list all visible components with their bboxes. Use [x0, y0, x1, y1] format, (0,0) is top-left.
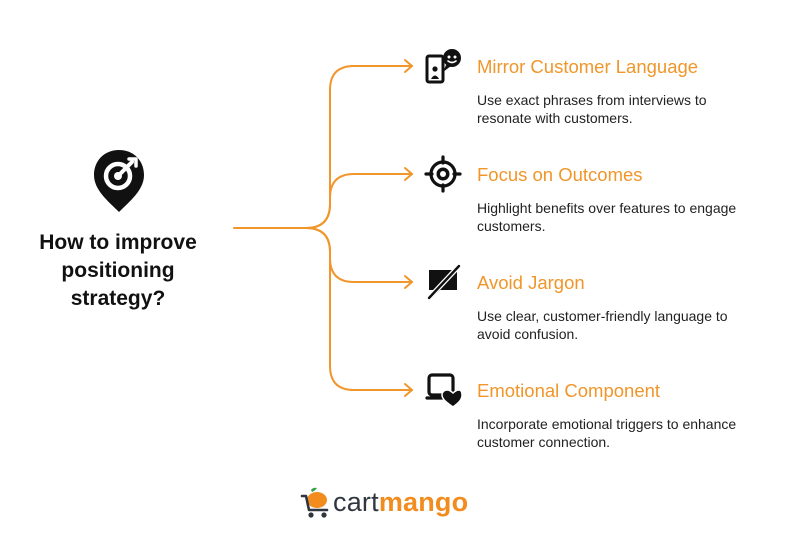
root-title-line: How to improve	[39, 231, 197, 254]
branch-title-4: Emotional Component	[477, 380, 661, 401]
branch-desc-line: customers.	[477, 218, 546, 234]
branch-desc-line: avoid confusion.	[477, 326, 579, 342]
root-title-line: positioning	[61, 259, 175, 282]
branch-desc-1: Use exact phrases from interviews to res…	[477, 91, 777, 127]
branch-desc-4: Incorporate emotional triggers to enhanc…	[477, 415, 777, 451]
branch-desc-2: Highlight benefits over features to enga…	[477, 199, 777, 235]
arrowhead-4	[404, 383, 413, 397]
speech-person-icon	[425, 49, 461, 84]
branch-desc-line: Incorporate emotional triggers to enhanc…	[477, 416, 737, 432]
root-title-line: strategy?	[70, 287, 166, 310]
connector-trunk	[233, 65, 413, 229]
root-title: How to improve positioning strategy?	[20, 229, 216, 313]
branch-title-3: Avoid Jargon	[477, 272, 585, 293]
connector-branch-4	[305, 227, 413, 391]
branch-desc-line: Highlight benefits over features to enga…	[477, 200, 737, 216]
crosshair-target-icon	[424, 155, 462, 193]
branch-desc-line: Use clear, customer-friendly language to	[477, 308, 728, 324]
arrowhead-3	[404, 275, 413, 289]
crossed-message-icon	[426, 263, 462, 301]
connector-branch-2	[305, 173, 413, 229]
connector-branch-3	[305, 227, 413, 283]
arrowhead-2	[404, 167, 413, 181]
device-heart-icon	[425, 373, 462, 408]
brand-word-cart: cart	[333, 487, 379, 517]
branch-desc-line: resonate with customers.	[477, 110, 633, 126]
brand-wordmark: cartmango	[333, 487, 468, 518]
branch-title-1: Mirror Customer Language	[477, 56, 699, 77]
target-pin-icon	[94, 150, 144, 212]
brand-word-mango: mango	[378, 487, 469, 517]
mango-cart-icon	[300, 487, 329, 518]
branch-desc-line: Use exact phrases from interviews to	[477, 92, 707, 108]
arrowhead-1	[404, 59, 413, 73]
branch-title-2: Focus on Outcomes	[477, 164, 643, 185]
brand-logo: cartmango	[300, 484, 490, 524]
branch-desc-3: Use clear, customer-friendly language to…	[477, 307, 777, 343]
branch-desc-line: customer connection.	[477, 434, 611, 450]
